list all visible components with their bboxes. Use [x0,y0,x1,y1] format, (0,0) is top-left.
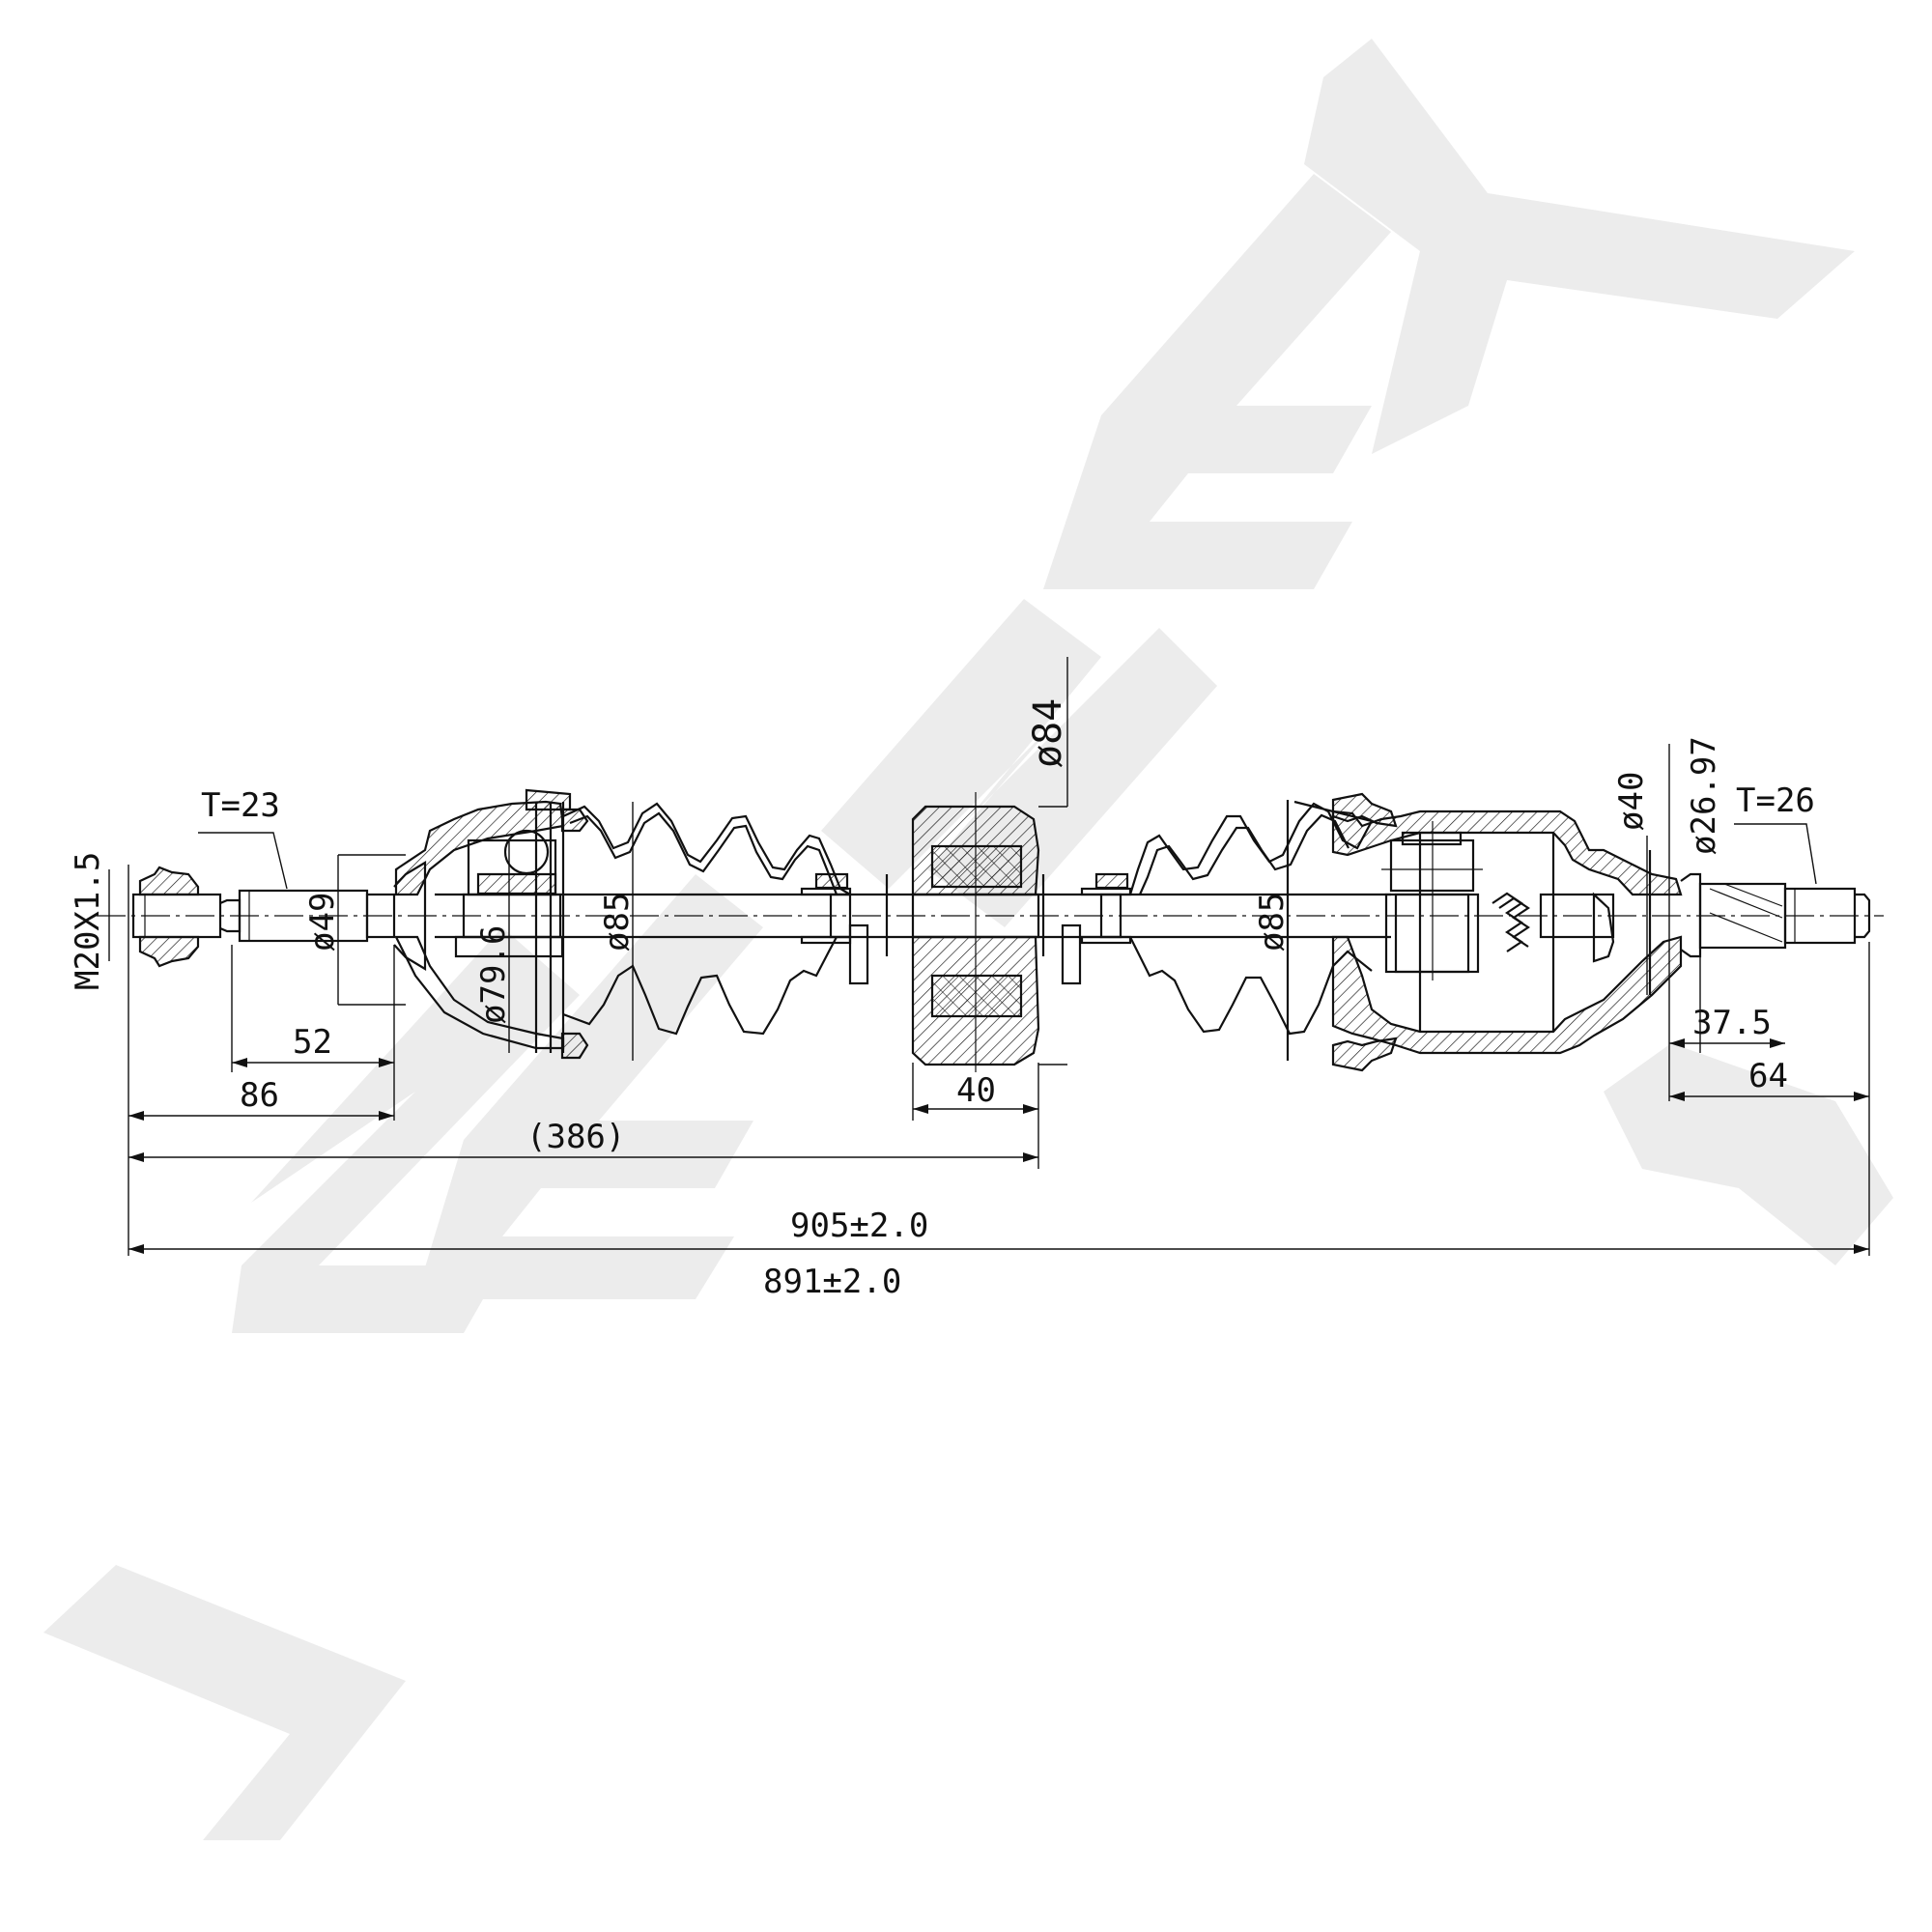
left-stub-diameter-label: ø49 [303,893,342,952]
damper [885,792,1045,1072]
left-stub-body [365,893,396,939]
right-joint-diameter-label: ø85 [1253,893,1292,952]
dimension-lines [108,657,1870,1256]
left-spline-teeth-label: T=23 [201,786,280,825]
right-spline [1783,887,1857,945]
left-stub-length-label: 86 [240,1076,279,1115]
left-joint-ball [503,829,550,875]
right-spline-diameter-label: ø26.97 [1685,736,1723,855]
right-boot [1061,800,1374,1036]
left-spline-length-label: 52 [293,1023,332,1062]
right-spring [1492,892,1530,952]
left-cv-joint [394,788,589,1060]
dimension-labels: M20X1.5 T=23 ø49 ø79.6 ø85 ø84 40 ø85 ø4… [69,698,1815,1301]
left-nut [138,866,200,896]
right-spline-length-label: 37.5 [1692,1004,1772,1042]
damper-rubber-upper [930,844,1023,889]
second-length-label: 891±2.0 [763,1263,901,1301]
watermark-letter-z [232,927,580,1333]
right-stub-length-label: 64 [1748,1057,1788,1095]
damper-rubber-lower [930,974,1023,1018]
watermark-letter-k [1304,39,1855,454]
left-boot-lower [562,936,838,1036]
left-stub-assembly [131,861,427,971]
right-housing-lower [1331,935,1683,1055]
watermark-letter-e [415,874,763,1299]
left-thread [131,893,222,939]
right-tripod-joint [1286,792,1683,1072]
right-stub-assembly [1680,872,1871,958]
left-to-damper-label: (386) [526,1118,625,1156]
watermark-chevron [43,1565,406,1840]
overall-length-label: 905±2.0 [790,1207,928,1245]
damper-width-label: 40 [956,1071,996,1110]
watermark-arc-right [1604,1043,1893,1265]
left-boot-upper [562,802,851,895]
left-boot [562,802,869,1036]
left-thread-label: M20X1.5 [69,852,107,990]
right-shaft-diameter-label: ø40 [1612,772,1651,831]
watermark-letter-e2 [1043,174,1391,589]
watermark-logo [43,39,1893,1840]
left-seal-diameter-label: ø79.6 [474,925,513,1024]
left-joint-diameter-label: ø85 [598,893,637,952]
right-boot-lower [1129,936,1373,1036]
damper-diameter-label: ø84 [1026,698,1070,768]
right-spline-teeth-label: T=26 [1736,781,1815,820]
